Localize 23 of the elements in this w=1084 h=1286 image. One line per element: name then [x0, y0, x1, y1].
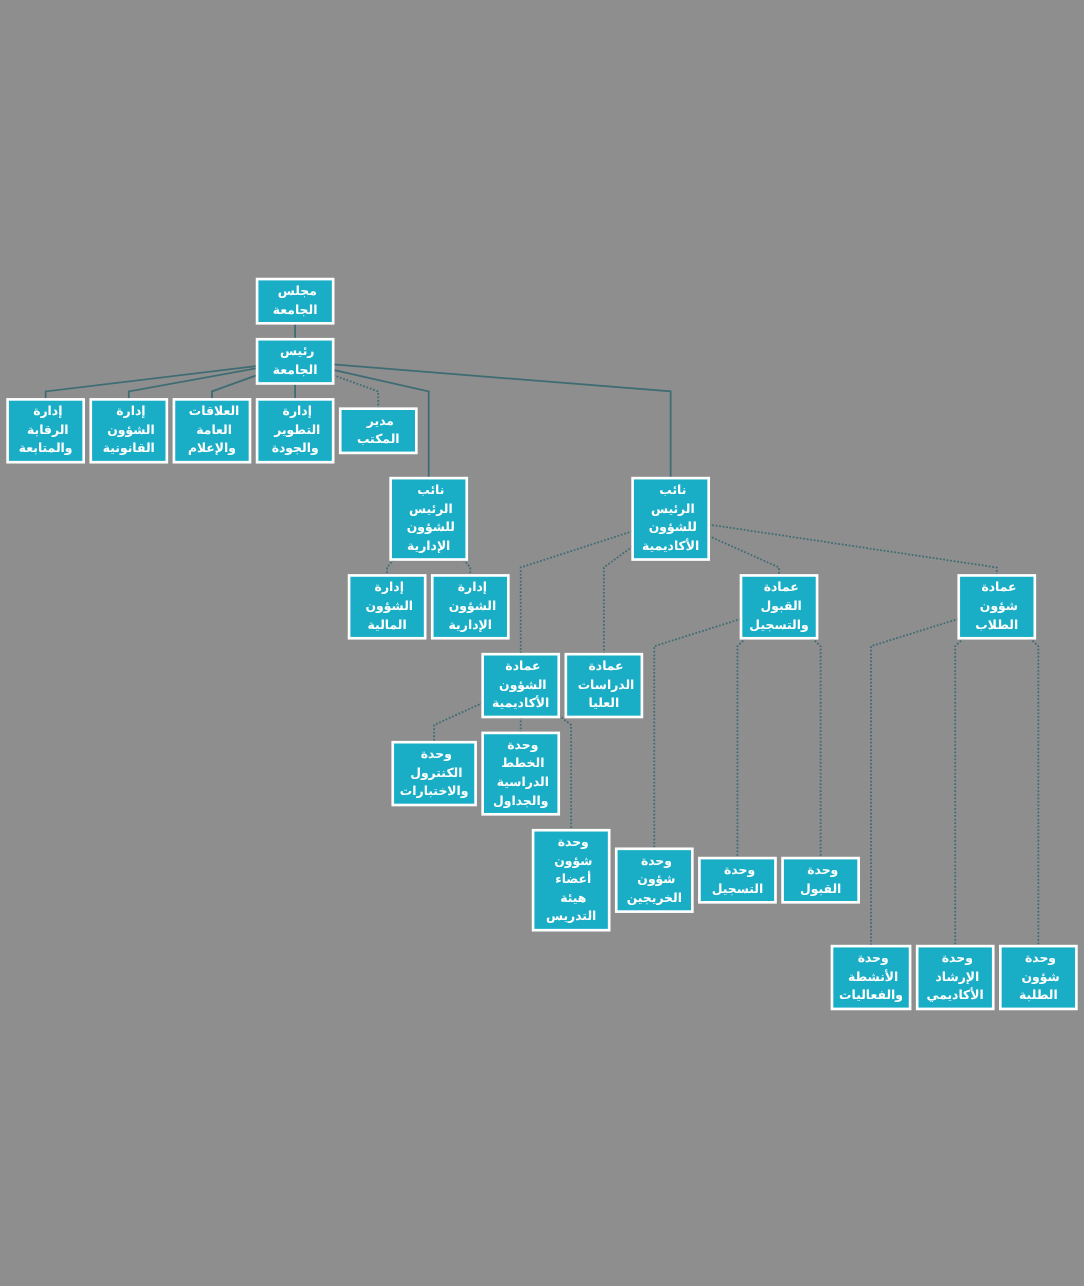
connector [811, 636, 822, 858]
connector [519, 715, 522, 733]
connector [653, 616, 742, 849]
connector [44, 364, 258, 400]
connector [462, 557, 472, 576]
connector [294, 381, 296, 400]
connector [707, 522, 998, 576]
connector [294, 321, 296, 340]
connector [332, 362, 672, 478]
connector [211, 373, 258, 400]
connector [736, 636, 747, 858]
connector [519, 529, 634, 655]
connector [870, 616, 960, 946]
connector [127, 366, 258, 400]
connector [557, 713, 572, 831]
connector [332, 368, 430, 478]
connector [332, 373, 380, 409]
connector [386, 557, 395, 576]
connector [954, 636, 965, 946]
connector [433, 701, 484, 743]
connector [1029, 636, 1040, 946]
connector [602, 544, 634, 655]
connector [707, 534, 780, 576]
